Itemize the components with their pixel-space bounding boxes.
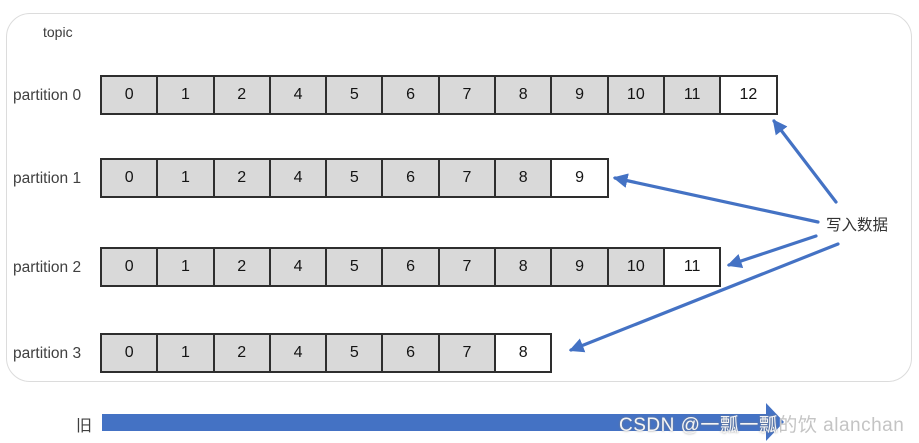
offset-cell: 0	[100, 247, 159, 287]
offset-cell: 2	[212, 75, 271, 115]
offset-cell: 0	[100, 75, 159, 115]
offset-cell: 9	[550, 75, 609, 115]
offset-cell: 10	[606, 75, 665, 115]
offset-cell: 8	[494, 158, 553, 198]
partition-label-2: partition 2	[13, 259, 82, 276]
offset-cell: 9	[550, 247, 609, 287]
write-data-label: 写入数据	[826, 217, 889, 234]
offset-cell: 11	[662, 75, 722, 115]
offset-cell: 7	[437, 333, 497, 373]
timeline-arrow-head-icon	[766, 403, 784, 441]
offset-cell: 4	[268, 333, 328, 373]
offset-cell: 4	[268, 75, 328, 115]
offset-cell: 5	[325, 333, 384, 373]
offset-cell: 7	[437, 247, 497, 287]
offset-cell: 1	[156, 158, 215, 198]
offset-cell: 1	[156, 247, 215, 287]
partition-label-0: partition 0	[13, 87, 82, 104]
offset-cell: 9	[550, 158, 609, 198]
offset-cell: 5	[325, 158, 384, 198]
offset-cell: 5	[325, 247, 384, 287]
offset-cell: 4	[268, 158, 328, 198]
csdn-watermark: CSDN @一瓢一瓢的饮 alanchan	[619, 410, 904, 437]
offset-cell: 8	[494, 333, 553, 373]
offset-cell: 1	[156, 75, 215, 115]
csdn-watermark-over-bar: CSDN @一瓢一瓢	[619, 415, 779, 436]
offset-cell: 12	[719, 75, 778, 115]
csdn-watermark-tail: 的饮 alanchan	[778, 415, 905, 436]
partition-label-1: partition 1	[13, 170, 82, 187]
offset-cell: 5	[325, 75, 384, 115]
offset-cell: 0	[100, 158, 159, 198]
offset-cell: 6	[381, 158, 440, 198]
offset-cell: 1	[156, 333, 215, 373]
offset-cell: 7	[437, 158, 497, 198]
timeline-old-label: 旧	[76, 418, 93, 435]
offset-cell: 2	[212, 158, 271, 198]
offset-cell: 6	[381, 75, 440, 115]
offset-cell: 6	[381, 247, 440, 287]
offset-cell: 8	[494, 75, 553, 115]
offset-cell: 2	[212, 247, 271, 287]
offset-cell: 2	[212, 333, 271, 373]
offset-cell: 0	[100, 333, 159, 373]
offset-cell: 7	[437, 75, 497, 115]
partition-label-3: partition 3	[13, 345, 82, 362]
topic-label: topic	[43, 24, 73, 40]
offset-cell: 6	[381, 333, 440, 373]
offset-cell: 10	[606, 247, 665, 287]
offset-cell: 11	[662, 247, 722, 287]
timeline-arrow-bar	[102, 414, 766, 431]
offset-cell: 4	[268, 247, 328, 287]
offset-cell: 8	[494, 247, 553, 287]
